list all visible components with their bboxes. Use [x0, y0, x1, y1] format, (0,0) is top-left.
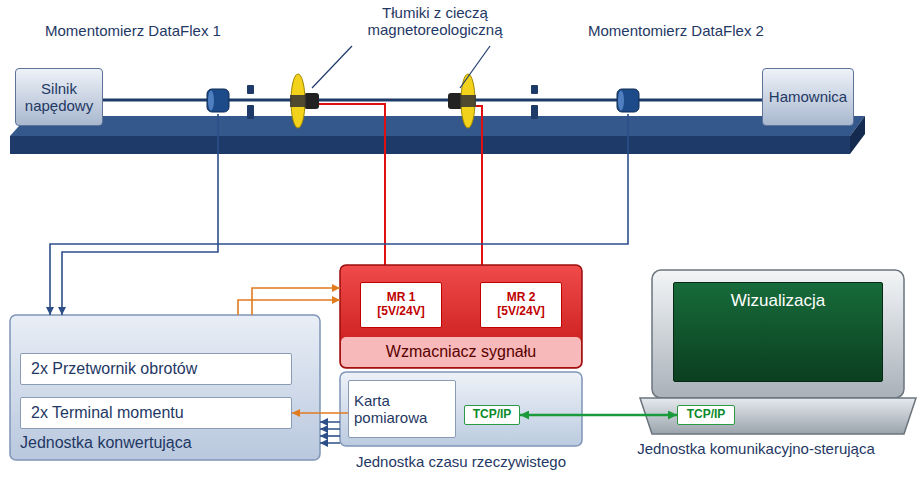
laptop: Jednostka komunikacyjno-sterująca Wizuali… — [595, 262, 917, 462]
node-text: MR 1 [5V/24V] — [365, 291, 437, 319]
shaft — [103, 99, 762, 102]
signal-connector — [238, 300, 340, 315]
torque-meter: Momentomierz DataFlex 1 — [45, 20, 290, 114]
node-text: Silnik napędowy — [20, 80, 98, 115]
damper-label: Tłumiki z cieczą magnetoreologiczną — [335, 4, 535, 39]
node-heading: Momentomierz DataFlex 2 — [588, 22, 850, 39]
node-text: TCP/IP — [473, 408, 512, 422]
signal-connector — [252, 288, 340, 315]
unit-panel: Jednostka czasu rzeczywistego Karta pomia… — [340, 372, 582, 474]
node-text: Karta pomiarowa — [354, 392, 450, 427]
signal-line — [320, 442, 340, 444]
signal-connector — [292, 412, 348, 414]
process-box: 2x Przetwornik obrotów — [20, 353, 292, 385]
node-text: 2x Przetwornik obrotów — [31, 360, 197, 378]
motor-box: Silnik napędowy — [15, 68, 103, 126]
brake-box: Hamownica — [762, 68, 854, 126]
panel-background — [10, 315, 320, 460]
node-heading: Jednostka czasu rzeczywistego — [340, 453, 582, 470]
bench-front — [10, 136, 850, 154]
amplifier-panel: Wzmacniacz sygnału MR 1 [5V/24V] MR 2 [5V/… — [340, 265, 582, 368]
signal-connector — [320, 435, 340, 437]
panel-band — [341, 337, 581, 367]
laptop-screen-frame — [652, 270, 904, 398]
node-text: MR 2 [5V/24V] — [485, 291, 557, 319]
torque-meter — [207, 89, 639, 112]
node-heading: Jednostka komunikacyjno-sterująca — [595, 440, 917, 457]
panel-background — [340, 265, 582, 368]
signal-line — [320, 428, 340, 430]
laptop-base — [640, 398, 916, 434]
process-box: Karta pomiarowa — [348, 380, 456, 438]
control-wire — [476, 106, 482, 265]
leader-line — [312, 46, 352, 88]
leader-line — [460, 46, 490, 88]
node-text: Hamownica — [769, 88, 847, 105]
node-text: Wizualizacja — [731, 291, 825, 311]
screen: Wizualizacja — [673, 282, 883, 382]
signal-line — [320, 421, 340, 423]
bearing — [247, 85, 538, 119]
protocol-box: TCP/IP — [464, 405, 520, 425]
panel-background — [340, 372, 582, 446]
node-text: TCP/IP — [687, 408, 726, 422]
control-wire — [319, 104, 385, 265]
bench-top — [10, 116, 865, 136]
unit-panel: Jednostka konwertująca 2x Przetwornik obr… — [10, 315, 320, 460]
channel-box: MR 2 [5V/24V] — [480, 282, 562, 328]
channel-box: MR 1 [5V/24V] — [360, 282, 442, 328]
process-box: 2x Terminal momentu — [20, 397, 292, 429]
node-text: 2x Terminal momentu — [31, 404, 184, 422]
protocol-box: TCP/IP — [677, 405, 735, 425]
signal-connector — [520, 414, 677, 417]
node-heading: Jednostka konwertująca — [20, 434, 310, 452]
signal-connector — [62, 114, 218, 315]
node-heading: Wzmacniacz sygnału — [340, 343, 582, 361]
node-heading: Momentomierz DataFlex 1 — [45, 22, 290, 39]
